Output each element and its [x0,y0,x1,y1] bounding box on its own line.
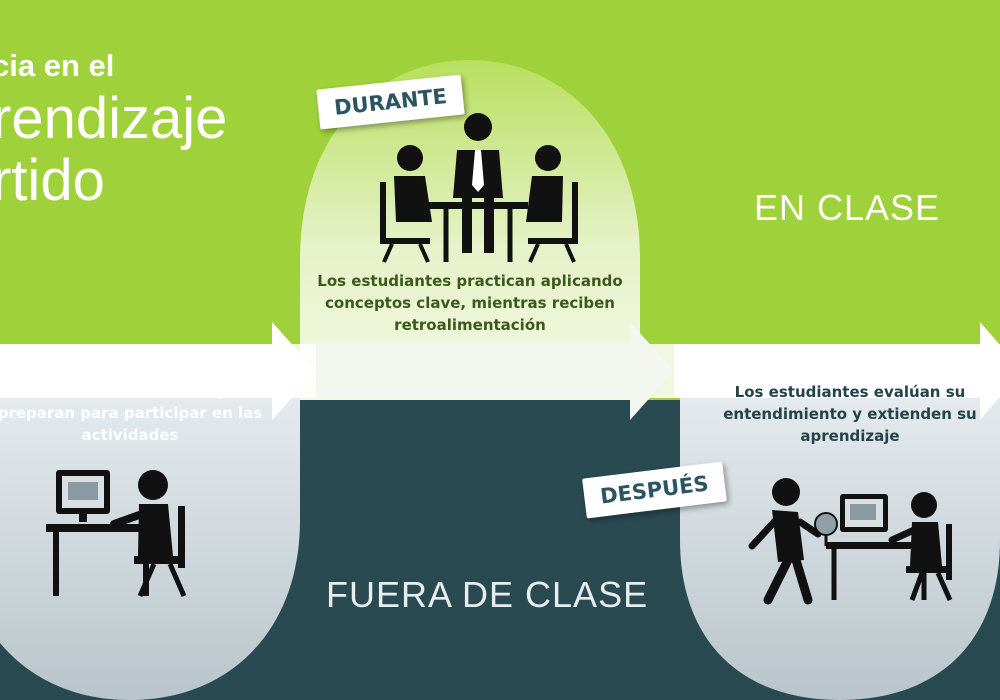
during-description: Los estudiantes practican aplicando conc… [317,272,623,334]
student-computer-icon [46,470,187,598]
flow-arrows [0,322,1000,420]
title-line-1: cia en el [0,48,115,83]
before-description: os estudiantes estudian y se preparan pa… [0,382,263,444]
title-line-3: rtido [0,148,105,213]
arrow-2 [316,322,674,420]
arrow-3 [674,322,1000,420]
out-class-label: FUERA DE CLASE [326,574,649,615]
arrow-1 [0,322,316,420]
after-bubble [680,365,1000,700]
after-description: Los estudiantes evalúan su entendimiento… [723,383,977,445]
meeting-group-icon [380,113,578,263]
in-class-label: EN CLASE [754,187,941,228]
walking-student-globe-icon [748,478,953,605]
title-line-2: rendizaje [0,86,228,151]
